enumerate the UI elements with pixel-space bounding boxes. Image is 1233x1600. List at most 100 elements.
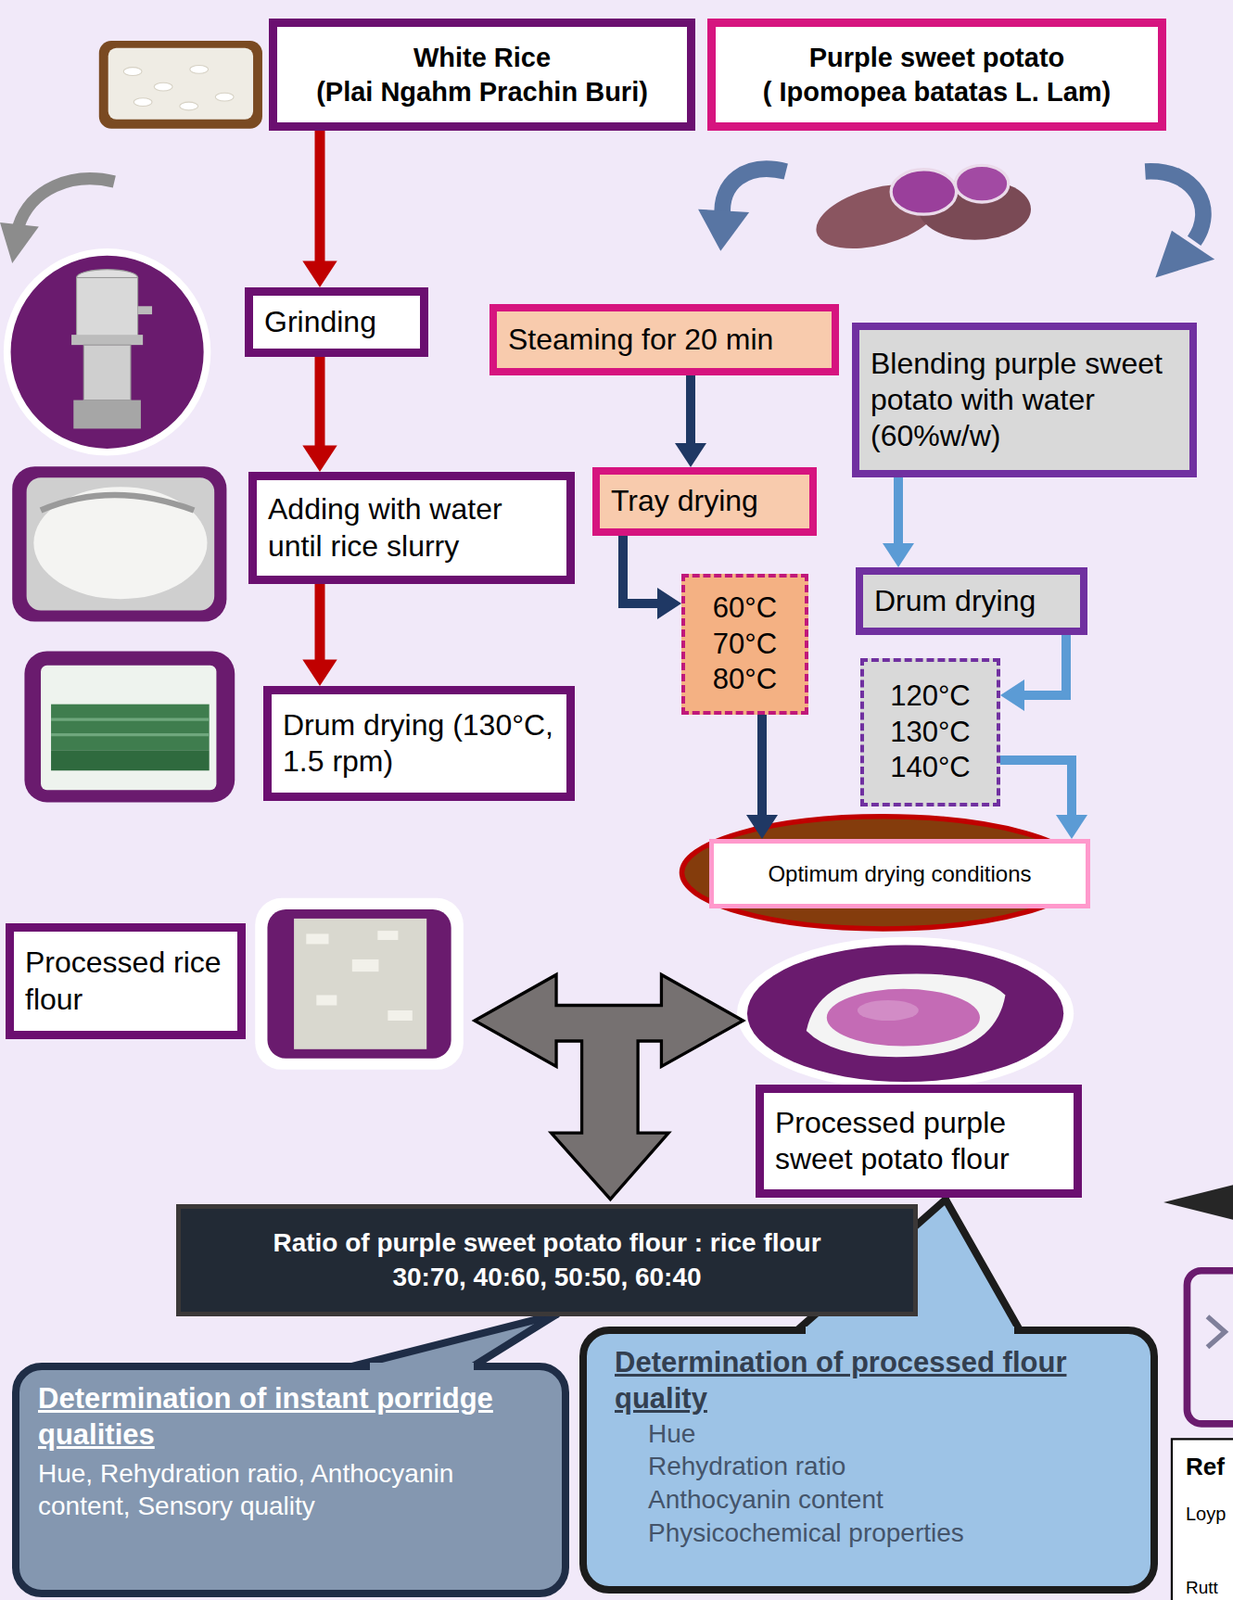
box-detail: (Plai Ngahm Prachin Buri) bbox=[284, 75, 680, 109]
source-box: Purple sweet potato( Ipomopea batatas L.… bbox=[707, 18, 1167, 131]
box-detail: Hue bbox=[614, 1417, 1132, 1451]
drum-dryer-picture bbox=[24, 650, 235, 802]
edge-fragment bbox=[1163, 1183, 1233, 1221]
rice-flour-picture bbox=[266, 909, 451, 1059]
drum-dryer-picture bbox=[50, 733, 210, 737]
box-text: Drum drying (130°C, 1.5 rpm) bbox=[282, 707, 556, 780]
temperature-box: 60°C70°C80°C bbox=[681, 573, 809, 715]
rice-tray bbox=[99, 40, 263, 129]
callout-box: Determination of instant porridge qualit… bbox=[12, 1362, 570, 1598]
flow-arrow bbox=[302, 584, 337, 687]
grinder-picture bbox=[76, 277, 139, 337]
source-box: White Rice(Plai Ngahm Prachin Buri) bbox=[268, 18, 696, 131]
temperature-box: 120°C130°C140°C bbox=[860, 658, 1001, 807]
box-detail: 130°C bbox=[869, 714, 992, 751]
box-detail: Anthocyanin content bbox=[614, 1483, 1132, 1517]
process-box: Grinding bbox=[244, 287, 429, 357]
drum-dryer-picture bbox=[50, 718, 210, 722]
box-detail: ( Ipomopea batatas L. Lam) bbox=[723, 75, 1151, 109]
potato-picture bbox=[809, 165, 1031, 260]
arrow-line bbox=[622, 535, 662, 604]
combine-arrow bbox=[474, 974, 744, 1199]
arrow-line bbox=[1000, 760, 1072, 820]
arrow-head bbox=[302, 659, 337, 687]
potato-picture bbox=[955, 165, 1009, 203]
flow-arrow bbox=[746, 714, 778, 839]
slurry-picture bbox=[26, 477, 216, 611]
flow-arrow bbox=[302, 130, 337, 288]
slurry-picture bbox=[12, 466, 227, 622]
result-box: Optimum drying conditions bbox=[709, 838, 1091, 909]
arrow-line bbox=[1019, 635, 1067, 696]
flour-bowl-picture bbox=[737, 937, 1074, 1091]
flour-bowl-picture bbox=[826, 989, 980, 1047]
box-text: White Rice bbox=[284, 40, 680, 75]
arrow-line bbox=[315, 584, 326, 665]
box-text: 120°C bbox=[869, 678, 992, 715]
callout-tail bbox=[352, 1314, 557, 1367]
callout-tail bbox=[352, 1314, 557, 1371]
curved-arrow bbox=[0, 222, 39, 264]
box-text: Determination of instant porridge qualit… bbox=[38, 1381, 544, 1454]
drum-dryer-picture bbox=[24, 650, 235, 802]
arrow-line bbox=[315, 130, 326, 267]
box-detail: Physicochemical properties bbox=[614, 1516, 1132, 1551]
box-text: Purple sweet potato bbox=[723, 40, 1151, 75]
box-text: Blending purple sweet potato with water … bbox=[870, 345, 1179, 455]
reference-text: Loyp bbox=[1185, 1503, 1226, 1526]
slurry-picture bbox=[40, 495, 194, 511]
box-text: Processed rice flour bbox=[25, 944, 227, 1017]
arrow-line bbox=[893, 477, 903, 548]
process-box: Steaming for 20 min bbox=[489, 304, 839, 376]
curved-arrow bbox=[722, 168, 787, 217]
edge-fragment bbox=[1186, 1271, 1233, 1424]
process-box: Drum drying bbox=[855, 567, 1088, 636]
rice-tray bbox=[179, 101, 199, 111]
arrow-head bbox=[657, 587, 682, 620]
rice-flour-picture bbox=[254, 898, 464, 1070]
ratio-box: Ratio of purple sweet potato flour : ric… bbox=[176, 1204, 918, 1317]
arrow-head bbox=[1000, 679, 1025, 712]
rice-tray bbox=[123, 67, 142, 77]
rice-flour-picture bbox=[316, 994, 337, 1005]
grinder-picture bbox=[83, 344, 131, 400]
curved-arrow bbox=[698, 209, 750, 252]
arrow-head bbox=[1055, 814, 1088, 839]
process-box: Blending purple sweet potato with water … bbox=[851, 322, 1197, 478]
rice-tray bbox=[108, 48, 254, 120]
callout-tail bbox=[352, 1314, 557, 1371]
box-text: Ratio of purple sweet potato flour : ric… bbox=[190, 1226, 904, 1260]
box-text: Tray drying bbox=[610, 483, 799, 520]
callout-tail bbox=[945, 1199, 1020, 1331]
arrow-head bbox=[674, 443, 707, 468]
grinder-picture bbox=[7, 252, 208, 453]
arrow-line bbox=[315, 356, 326, 451]
callout-box: Determination of processed flour quality… bbox=[579, 1326, 1158, 1594]
arrow-head bbox=[302, 444, 337, 472]
reference-text: Ref bbox=[1185, 1453, 1225, 1482]
box-detail: Rehydration ratio bbox=[614, 1449, 1132, 1484]
product-box: Processed rice flour bbox=[5, 923, 246, 1040]
flow-arrow bbox=[1000, 635, 1067, 712]
box-text: 60°C bbox=[690, 590, 800, 627]
box-text: Adding with water until rice slurry bbox=[267, 491, 556, 564]
product-box: Processed purple sweet potato flour bbox=[755, 1084, 1082, 1198]
box-text: Processed purple sweet potato flour bbox=[775, 1105, 1063, 1178]
box-detail: 70°C bbox=[690, 626, 800, 663]
arrow-head bbox=[746, 814, 778, 839]
edge-fragment bbox=[1171, 1438, 1233, 1600]
curved-arrow bbox=[1144, 171, 1204, 242]
rice-tray bbox=[215, 92, 234, 102]
box-text: Drum drying bbox=[874, 583, 1069, 620]
box-detail: Hue, Rehydration ratio, Anthocyanin cont… bbox=[38, 1457, 544, 1523]
flow-arrow bbox=[882, 477, 915, 568]
flow-arrow bbox=[622, 535, 682, 620]
box-detail: 140°C bbox=[869, 749, 992, 787]
arrow-line bbox=[686, 375, 696, 448]
slurry-picture bbox=[33, 486, 207, 599]
rice-flour-picture bbox=[387, 1010, 412, 1021]
combine-arrow bbox=[474, 974, 744, 1199]
process-box: Tray drying bbox=[592, 467, 817, 536]
box-detail: 80°C bbox=[690, 661, 800, 699]
slurry-picture bbox=[12, 466, 227, 622]
